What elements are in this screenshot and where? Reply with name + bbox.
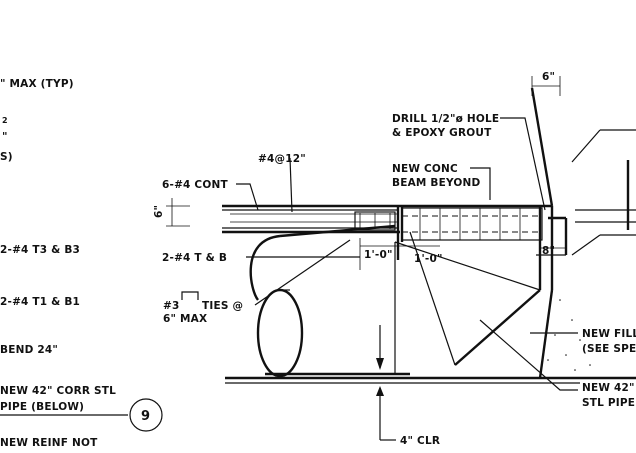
dimension-top: 6" [531, 71, 561, 96]
pipe-line2: STL PIPE [582, 397, 635, 409]
note-t3-b3: 2-#4 T3 & B3 [0, 244, 80, 256]
section-marker-number: 9 [141, 409, 150, 424]
dim-top-label: 6" [542, 71, 555, 83]
right-structure [571, 129, 636, 256]
ties-line3: 6" MAX [163, 313, 207, 325]
note-max-typ: " MAX (TYP) [0, 78, 74, 90]
new-conc-line2: BEAM BEYOND [392, 177, 481, 189]
callout-new-pipe: NEW 42" STL PIPE [479, 319, 635, 409]
bar-spacing-label: #4@12" [258, 153, 306, 165]
note-fragment-2: 2 [2, 116, 8, 125]
clearance-label: 4" CLR [400, 435, 440, 447]
dim-span-left-label: 1'-0" [364, 249, 393, 261]
left-notes: " MAX (TYP) 2 " S) 2-#4 T3 & B3 2-#4 T1 … [0, 78, 163, 449]
fill-line1: NEW FILL [582, 328, 636, 340]
callout-bar-spacing: #4@12" [258, 153, 306, 213]
note-pipe-line2: PIPE (BELOW) [0, 401, 84, 413]
note-bend: BEND 24" [0, 344, 58, 356]
callout-cont-bars: 6-#4 CONT [162, 179, 259, 211]
new-conc-line1: NEW CONC [392, 163, 458, 175]
dim-span-right-label: 1'-0" [414, 253, 443, 265]
dim-left-label: 6" [153, 205, 165, 218]
note-t1-b1: 2-#4 T1 & B1 [0, 296, 80, 308]
ground-line [225, 376, 636, 384]
note-fragment-s: S) [0, 151, 13, 163]
drill-line1: DRILL 1/2"ø HOLE [392, 113, 499, 125]
ties-line2: TIES @ [202, 300, 243, 312]
callout-fill: NEW FILL (SEE SPE [530, 328, 636, 355]
drill-line2: & EPOXY GROUT [392, 127, 492, 139]
callout-ties: #3 TIES @ 6" MAX [163, 239, 351, 325]
section-marker-circle [129, 398, 163, 432]
cont-bars-label: 6-#4 CONT [162, 179, 228, 191]
note-fragment-quote: " [2, 131, 8, 143]
top-bottom-label: 2-#4 T & B [162, 252, 227, 264]
concrete-beam-grid [401, 207, 543, 241]
callout-clearance: 4" CLR [376, 325, 440, 447]
fill-line2: (SEE SPE [582, 343, 636, 355]
note-pipe-line1: NEW 42" CORR STL [0, 385, 116, 397]
callout-new-conc: NEW CONC BEAM BEYOND [392, 163, 491, 200]
note-reinf: NEW REINF NOT [0, 437, 98, 448]
callout-top-bottom: 2-#4 T & B [162, 252, 360, 264]
pipe-line1: NEW 42" [582, 382, 635, 394]
fill-stipple [547, 299, 601, 371]
dimension-right-small: 8" [540, 245, 566, 257]
callout-drill: DRILL 1/2"ø HOLE & EPOXY GROUT [392, 113, 546, 211]
dim-right-label: 8" [542, 245, 555, 257]
dimension-spans: 1'-0" 1'-0" [359, 238, 443, 270]
dimension-left: 6" [153, 198, 190, 227]
headwall [394, 87, 568, 379]
ties-line1: #3 [163, 300, 180, 312]
